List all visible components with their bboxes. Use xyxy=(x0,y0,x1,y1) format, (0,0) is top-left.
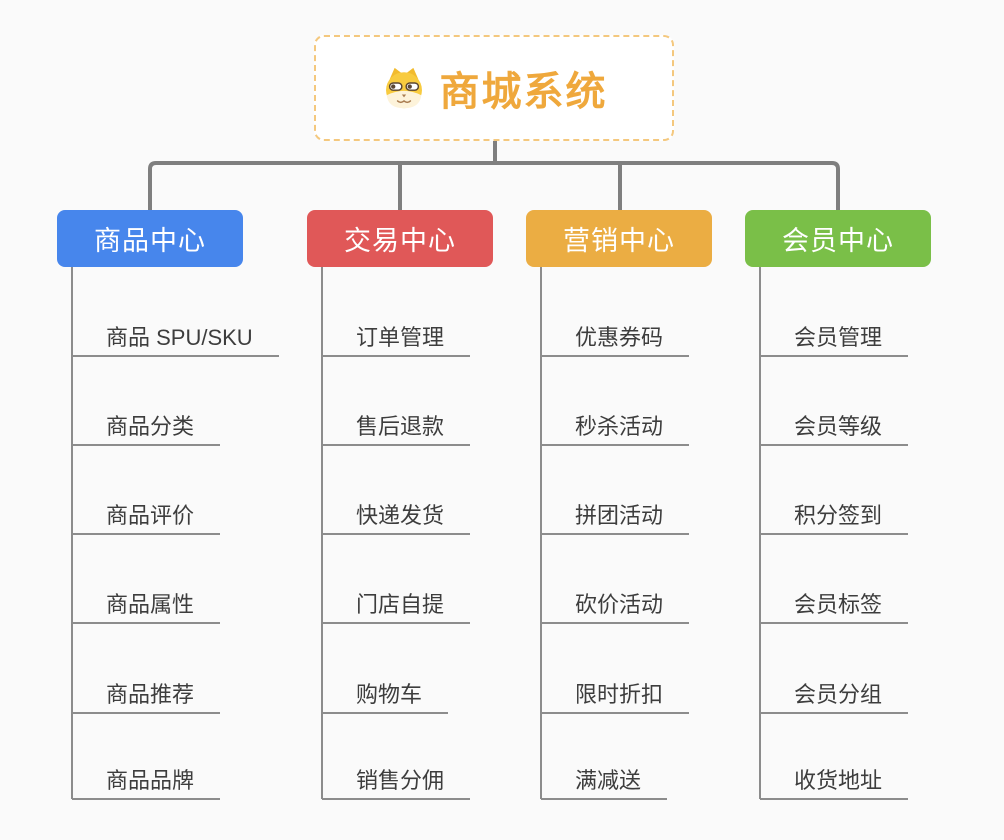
leaf-node[interactable]: 会员分组 xyxy=(760,677,909,714)
branch-node-marketing-center[interactable]: 营销中心 xyxy=(526,210,712,267)
level2-connectors xyxy=(71,266,761,799)
leaf-node[interactable]: 订单管理 xyxy=(322,320,471,357)
level1-connectors xyxy=(148,140,840,210)
leaf-node[interactable]: 商品属性 xyxy=(72,587,221,624)
root-title: 商城系统 xyxy=(439,70,608,114)
leaf-node[interactable]: 秒杀活动 xyxy=(541,409,690,446)
root-node[interactable]: 商城系统 xyxy=(314,35,674,141)
leaf-node[interactable]: 商品分类 xyxy=(72,409,221,446)
leaf-node[interactable]: 快递发货 xyxy=(322,498,471,535)
leaf-node[interactable]: 积分签到 xyxy=(760,498,909,535)
leaf-node[interactable]: 商品推荐 xyxy=(72,677,221,714)
branch-node-product-center[interactable]: 商品中心 xyxy=(57,210,243,267)
leaf-node[interactable]: 优惠券码 xyxy=(541,320,690,357)
leaf-node[interactable]: 会员管理 xyxy=(760,320,909,357)
leaf-node[interactable]: 商品 SPU/SKU xyxy=(72,320,279,357)
leaf-node[interactable]: 商品品牌 xyxy=(72,763,221,800)
leaf-node[interactable]: 销售分佣 xyxy=(322,763,471,800)
leaf-node[interactable]: 商品评价 xyxy=(72,498,221,535)
leaf-node[interactable]: 收货地址 xyxy=(760,763,909,800)
leaf-node[interactable]: 砍价活动 xyxy=(541,587,690,624)
leaf-node[interactable]: 会员标签 xyxy=(760,587,909,624)
branch-node-member-center[interactable]: 会员中心 xyxy=(745,210,931,267)
leaf-node[interactable]: 购物车 xyxy=(322,677,449,714)
leaf-node[interactable]: 会员等级 xyxy=(760,409,909,446)
leaf-node[interactable]: 售后退款 xyxy=(322,409,471,446)
leaf-node[interactable]: 拼团活动 xyxy=(541,498,690,535)
leaf-node[interactable]: 门店自提 xyxy=(322,587,471,624)
shiba-dog-icon xyxy=(385,67,422,109)
rail-line xyxy=(148,161,840,210)
branch-node-trade-center[interactable]: 交易中心 xyxy=(307,210,493,267)
leaf-node[interactable]: 限时折扣 xyxy=(541,677,690,714)
leaf-node[interactable]: 满减送 xyxy=(541,763,668,800)
